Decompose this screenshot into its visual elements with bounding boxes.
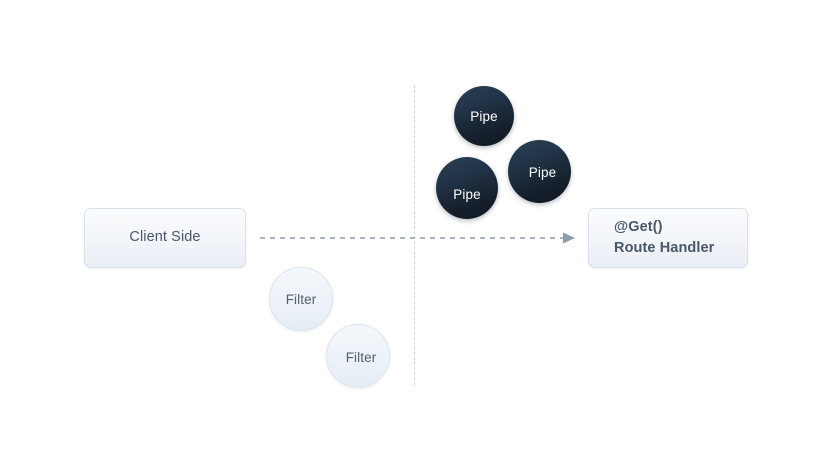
route-handler-node[interactable]: @Get() Route Handler <box>588 208 748 268</box>
request-flow-arrow <box>260 232 575 244</box>
filter-node-1[interactable]: Filter <box>269 267 333 331</box>
pipe-label: Pipe <box>470 108 498 124</box>
pipe-node-3[interactable]: Pipe <box>508 140 571 203</box>
client-side-node[interactable]: Client Side <box>84 208 246 268</box>
client-side-label: Client Side <box>129 229 201 246</box>
vertical-divider <box>414 85 415 385</box>
pipe-label: Pipe <box>453 186 481 202</box>
pipe-node-1[interactable]: Pipe <box>454 86 514 146</box>
route-handler-decorator-label: @Get() <box>614 218 663 235</box>
filter-label: Filter <box>345 349 377 365</box>
pipe-node-2[interactable]: Pipe <box>436 157 498 219</box>
filter-label: Filter <box>285 291 317 307</box>
route-handler-text-block: @Get() Route Handler <box>589 217 714 259</box>
pipe-label: Pipe <box>528 165 557 180</box>
flow-arrow-head <box>563 232 575 244</box>
filter-node-2[interactable]: Filter <box>326 324 390 388</box>
route-handler-title-label: Route Handler <box>614 240 715 256</box>
